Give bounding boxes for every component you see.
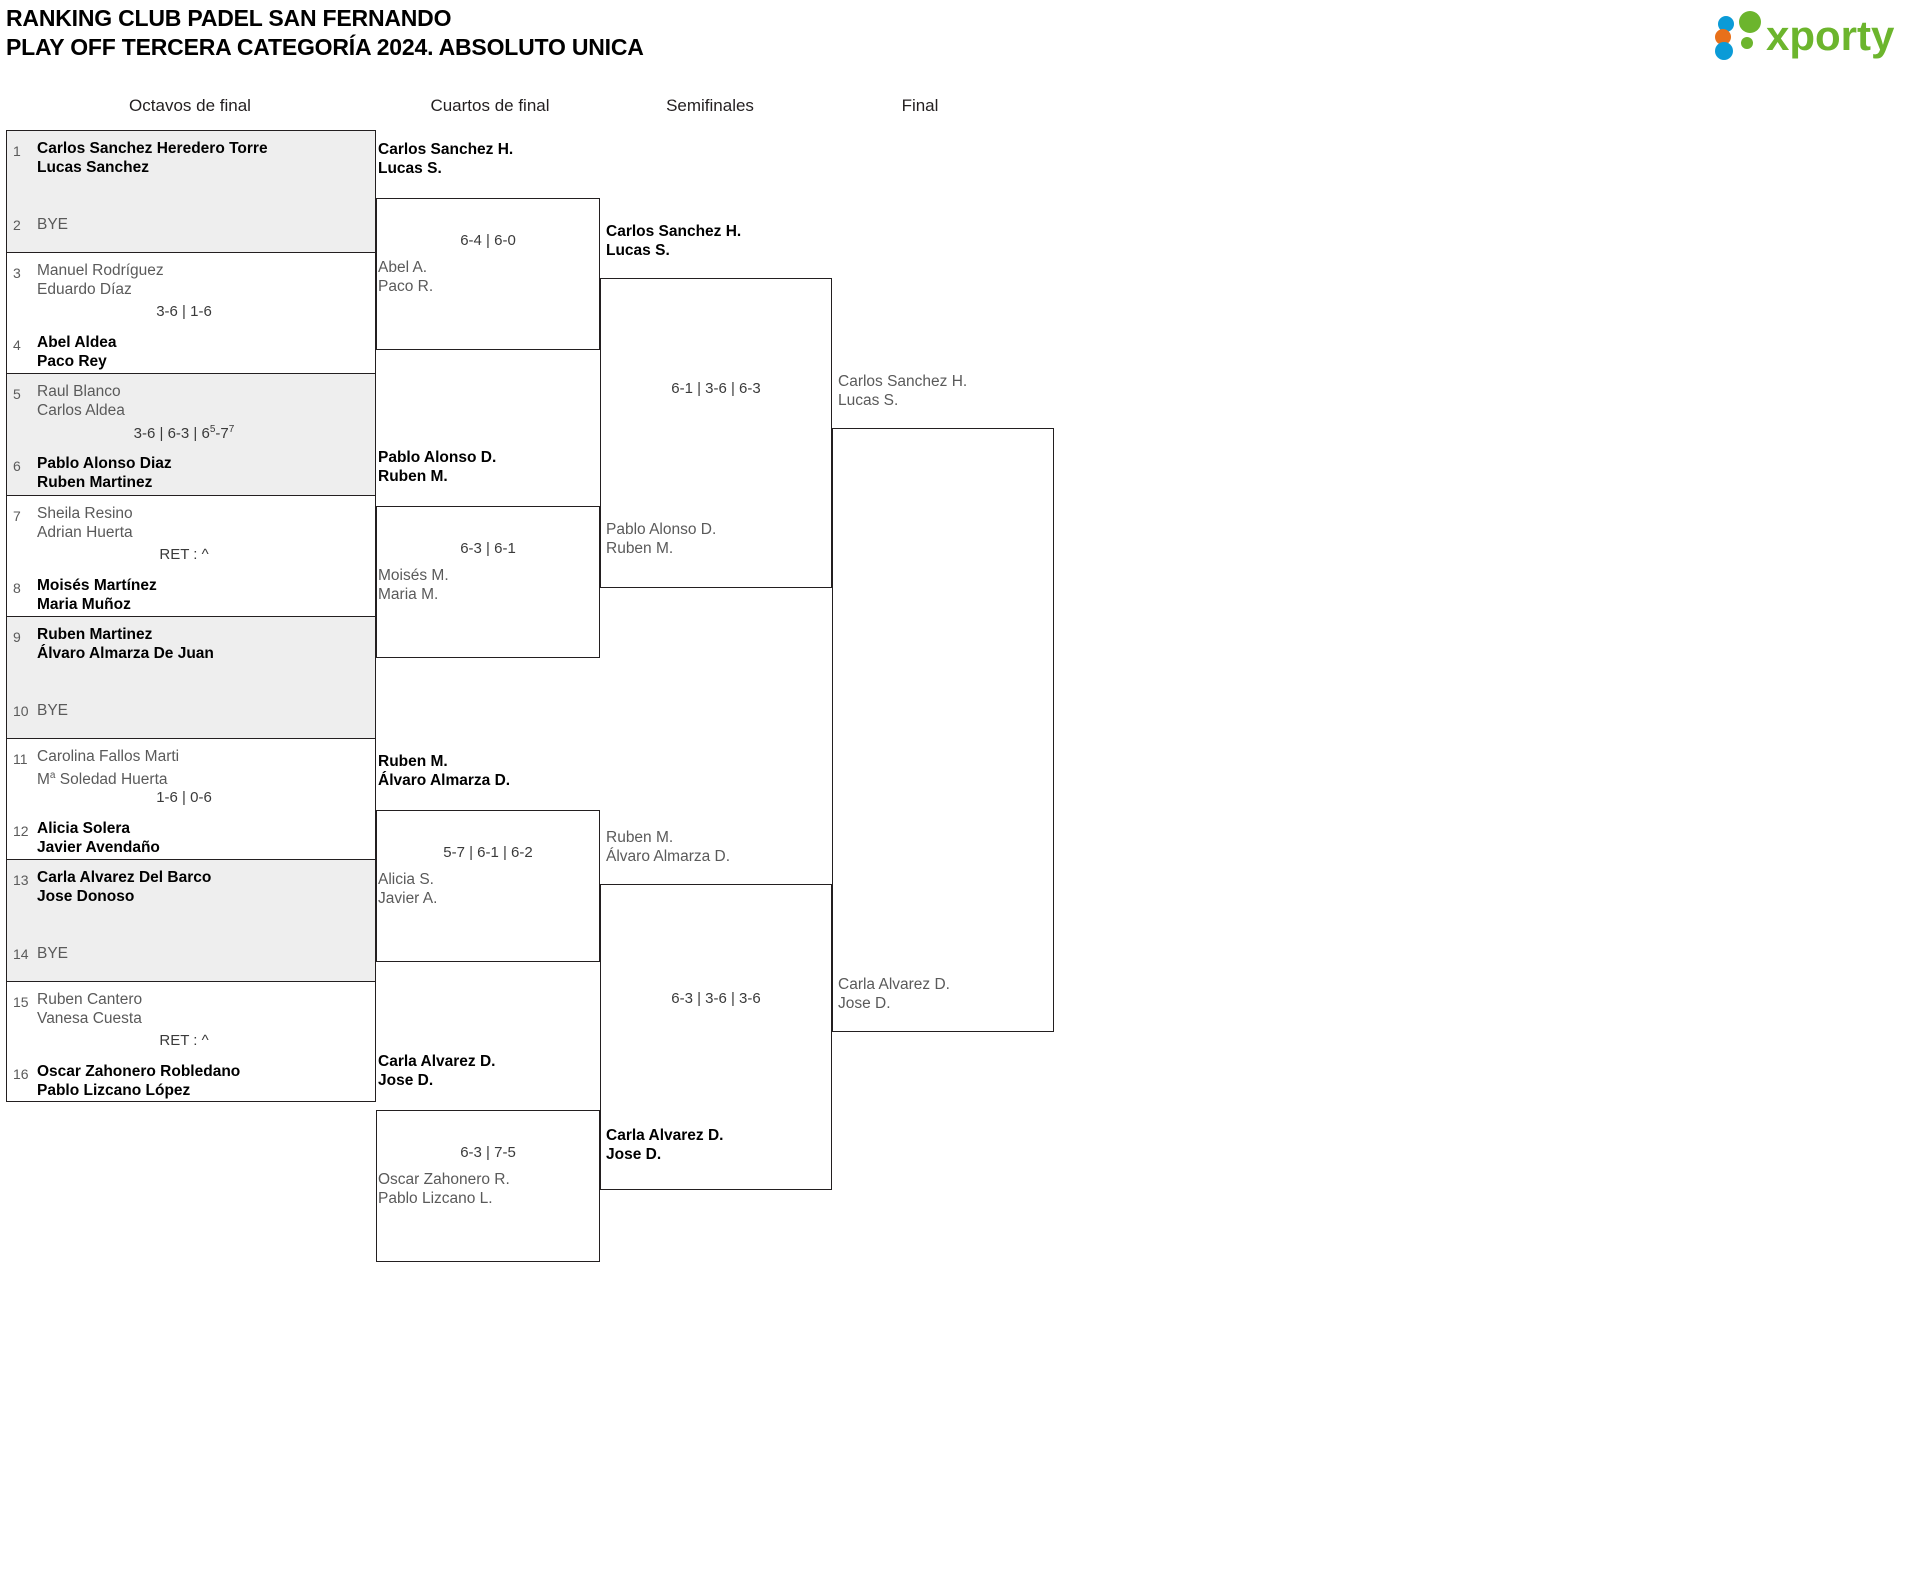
- seed-number: 16: [13, 1065, 29, 1082]
- svg-text:xporty: xporty: [1766, 12, 1895, 59]
- seed-number: 13: [13, 872, 29, 888]
- round2-team-bottom[interactable]: Oscar Zahonero R.Pablo Lizcano L.: [378, 1171, 510, 1207]
- seed-number: 1: [13, 143, 21, 159]
- seed-number: 12: [13, 822, 29, 839]
- round2-team-bottom[interactable]: Alicia S.Javier A.: [378, 871, 438, 907]
- round2-connector: [376, 506, 600, 658]
- round2-connector: [376, 810, 600, 962]
- match-score: 6-3 | 6-1: [460, 540, 516, 557]
- round1-score: 3-6 | 1-6: [156, 302, 212, 320]
- tournament-subtitle: PLAY OFF TERCERA CATEGORÍA 2024. ABSOLUT…: [6, 34, 644, 60]
- round2-team-top[interactable]: Pablo Alonso D.Ruben M.: [378, 449, 497, 485]
- round2-team-top[interactable]: Carla Alvarez D.Jose D.: [378, 1053, 496, 1089]
- final-team-top[interactable]: Carlos Sanchez H.Lucas S.: [838, 373, 968, 409]
- seed-number: 4: [13, 336, 21, 353]
- round1-team-bottom[interactable]: BYE: [37, 216, 69, 233]
- final-connector: [832, 428, 1054, 1032]
- seed-number: 3: [13, 264, 21, 281]
- seed-number: 14: [13, 946, 29, 962]
- seed-number: 9: [13, 629, 21, 645]
- round1-score: RET : ^: [159, 1031, 209, 1049]
- match-score: 6-3 | 3-6 | 3-6: [671, 990, 761, 1007]
- round-heading-octavos: Octavos de final: [129, 96, 251, 115]
- round1-team-bottom[interactable]: BYE: [37, 945, 69, 962]
- round-heading-cuartos: Cuartos de final: [430, 96, 550, 115]
- seed-number: 5: [13, 386, 21, 402]
- seed-number: 2: [13, 217, 21, 233]
- match-score: 6-4 | 6-0: [460, 232, 516, 249]
- page-title: RANKING CLUB PADEL SAN FERNANDO PLAY OFF…: [6, 4, 644, 62]
- round-heading-final: Final: [901, 96, 939, 115]
- round3-team-bottom[interactable]: Pablo Alonso D.Ruben M.: [606, 521, 717, 557]
- match-score: 5-7 | 6-1 | 6-2: [443, 844, 533, 861]
- round3-connector: [600, 278, 832, 588]
- match-score: 6-3 | 7-5: [460, 1144, 516, 1161]
- tournament-name: RANKING CLUB PADEL SAN FERNANDO: [6, 5, 452, 31]
- seed-number: 7: [13, 507, 21, 524]
- xporty-logo[interactable]: xporty: [1706, 8, 1906, 62]
- xporty-logo-icon: xporty: [1715, 11, 1895, 60]
- round2-connector: [376, 198, 600, 350]
- final-team-bottom[interactable]: Carla Alvarez D.Jose D.: [838, 976, 950, 1012]
- round1-score: 3-6 | 6-3 | 65-77: [133, 424, 235, 442]
- round2-team-bottom[interactable]: Abel A.Paco R.: [378, 259, 434, 295]
- round1-score: 1-6 | 0-6: [156, 788, 212, 806]
- seed-number: 6: [13, 458, 21, 474]
- round2-team-bottom[interactable]: Moisés M.Maria M.: [378, 567, 449, 603]
- round2-team-top[interactable]: Ruben M.Álvaro Almarza D.: [378, 753, 511, 789]
- seed-number: 11: [13, 750, 28, 767]
- round3-team-bottom[interactable]: Carla Alvarez D.Jose D.: [606, 1127, 724, 1163]
- round-heading-semifinales: Semifinales: [666, 96, 754, 115]
- seed-number: 10: [13, 703, 29, 719]
- round3-team-top[interactable]: Carlos Sanchez H.Lucas S.: [606, 223, 742, 259]
- round2-team-top[interactable]: Carlos Sanchez H.Lucas S.: [378, 141, 514, 177]
- round3-team-top[interactable]: Ruben M.Álvaro Almarza D.: [606, 829, 731, 865]
- round2-connector: [376, 1110, 600, 1262]
- seed-number: 15: [13, 993, 29, 1010]
- seed-number: 8: [13, 579, 21, 596]
- round1-score: RET : ^: [159, 545, 209, 563]
- round1-team-bottom[interactable]: BYE: [37, 702, 69, 719]
- round3-connector: [600, 884, 832, 1190]
- match-score: 6-1 | 3-6 | 6-3: [671, 380, 761, 397]
